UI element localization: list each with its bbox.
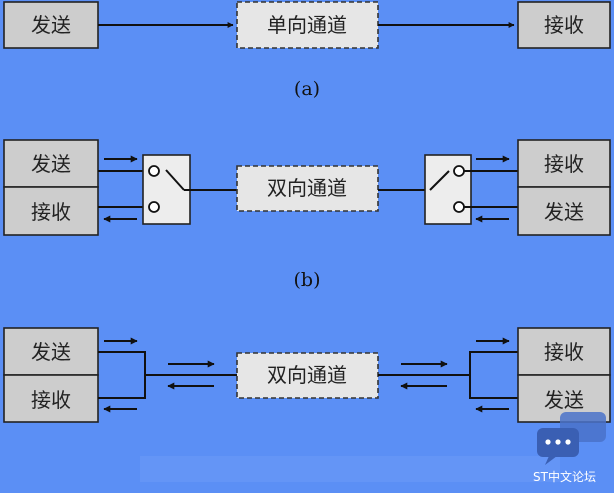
b-left-send-box	[3, 139, 99, 188]
c-channel-label: 双向通道	[267, 363, 347, 387]
diagram-c-full-duplex: 发送 接收 双向通道 接收 发送	[3, 327, 611, 423]
a-receive-label: 接收	[544, 13, 584, 37]
b-right-receive-label: 接收	[544, 152, 584, 176]
c-right-bracket	[469, 351, 518, 399]
chat-bubble-icon	[537, 412, 606, 465]
st-forum-logo: ST中文论坛	[533, 412, 606, 484]
b-right-send-label: 发送	[544, 200, 584, 224]
b-channel-label: 双向通道	[267, 176, 347, 200]
b-right-switch-contact-top	[453, 165, 465, 177]
b-left-switch-blade	[165, 169, 185, 191]
b-right-send-box	[517, 186, 611, 236]
b-channel-box	[236, 165, 379, 212]
b-left-send-label: 发送	[31, 152, 71, 176]
b-left-receive-label: 接收	[31, 200, 71, 224]
blurred-band	[140, 456, 560, 482]
b-right-receive-box	[517, 139, 611, 188]
a-channel-label: 单向通道	[267, 13, 347, 37]
b-right-switch	[424, 154, 472, 225]
a-send-box	[3, 1, 99, 49]
b-left-switch-contact-top	[148, 165, 160, 177]
b-right-switch-blade	[429, 170, 450, 191]
c-left-send-label: 发送	[31, 340, 71, 364]
caption-a: (a)	[294, 78, 320, 100]
c-left-bracket	[98, 351, 146, 399]
b-left-receive-box	[3, 186, 99, 236]
c-right-receive-label: 接收	[544, 340, 584, 364]
caption-b: (b)	[294, 269, 321, 291]
b-left-switch-contact-bottom	[148, 201, 160, 213]
diagram-a-simplex: 发送 单向通道 接收 (a)	[3, 1, 611, 100]
diagram-b-half-duplex: 发送 接收 双向通道 接收 发送 (b)	[3, 139, 611, 291]
c-channel-box	[236, 352, 379, 399]
c-left-receive-label: 接收	[31, 388, 71, 412]
watermark-text: ST中文论坛	[533, 469, 596, 484]
b-right-switch-contact-bottom	[453, 201, 465, 213]
c-right-send-label: 发送	[544, 388, 584, 412]
c-right-receive-box	[517, 327, 611, 376]
a-receive-box	[517, 1, 611, 49]
c-left-receive-box	[3, 374, 99, 423]
a-send-label: 发送	[31, 13, 71, 37]
